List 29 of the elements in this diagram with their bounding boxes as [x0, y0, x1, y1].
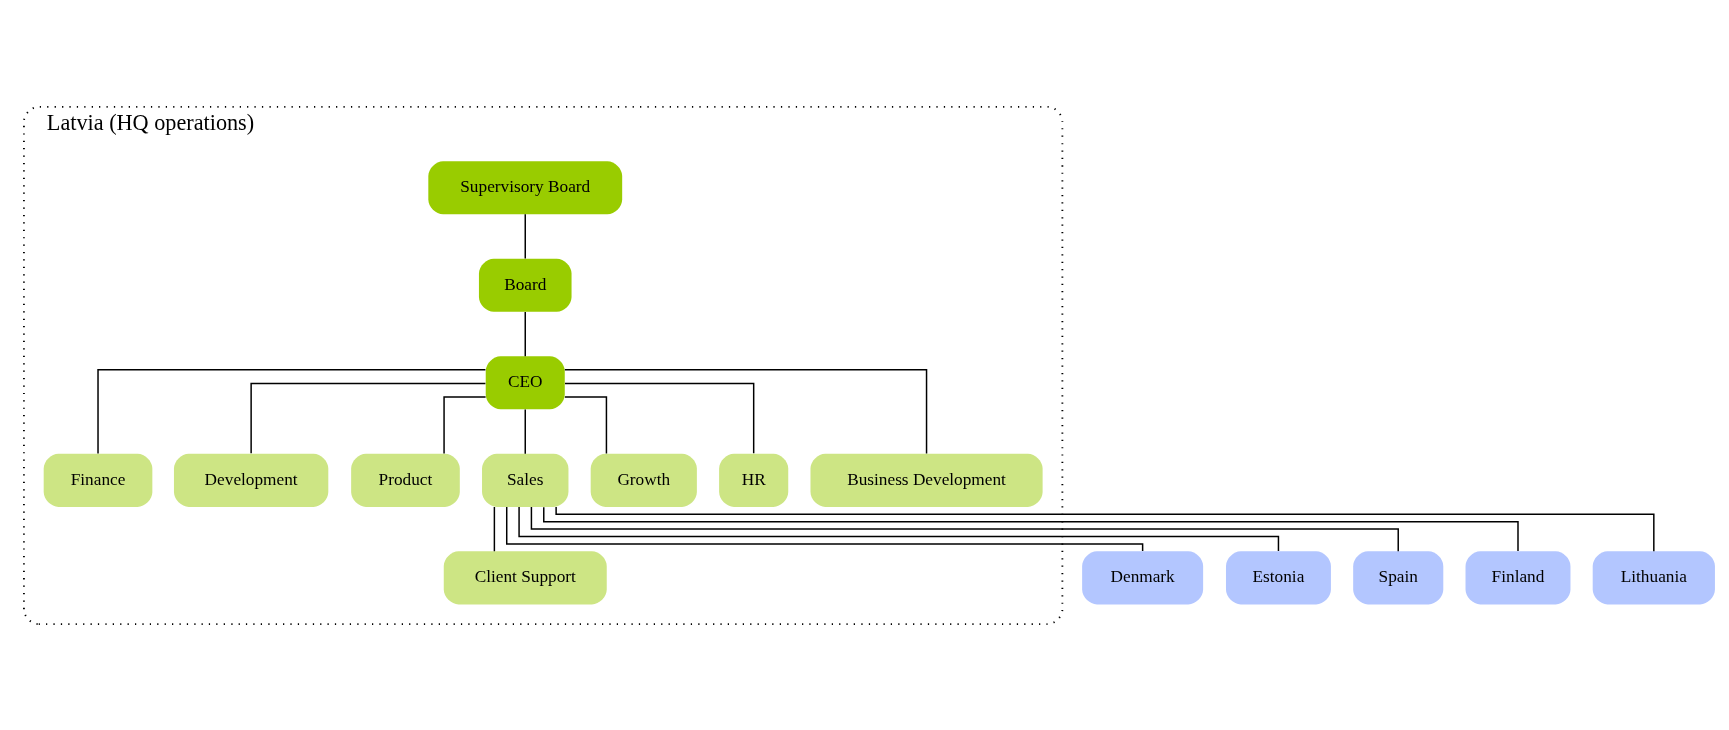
node-box: Finance — [43, 453, 153, 507]
node-box: Product — [351, 453, 460, 507]
node-box: Growth — [590, 453, 697, 507]
node-box: Business Development — [810, 453, 1043, 507]
node-box: Spain — [1353, 550, 1444, 604]
connector — [564, 382, 755, 454]
node-box: Supervisory Board — [428, 160, 623, 214]
node-box: Denmark — [1082, 550, 1204, 604]
connector — [506, 505, 1144, 552]
connector — [250, 382, 487, 454]
connector — [564, 368, 928, 454]
connector — [555, 505, 1655, 552]
connector — [543, 506, 1519, 552]
connector — [524, 213, 526, 259]
node-box: Sales — [482, 453, 569, 507]
node-box: Lithuania — [1592, 550, 1715, 604]
connector — [524, 310, 526, 357]
node-box: CEO — [485, 355, 565, 409]
node-box: Client Support — [443, 550, 607, 604]
node-box: Finland — [1465, 550, 1571, 604]
connector — [564, 395, 608, 454]
connector — [443, 395, 487, 454]
connector — [97, 368, 487, 454]
node-box: Estonia — [1226, 550, 1331, 604]
node-box: Development — [173, 453, 329, 507]
connector — [493, 505, 496, 552]
node-box: Board — [478, 258, 572, 312]
connector — [524, 408, 526, 454]
node-box: HR — [719, 453, 789, 507]
